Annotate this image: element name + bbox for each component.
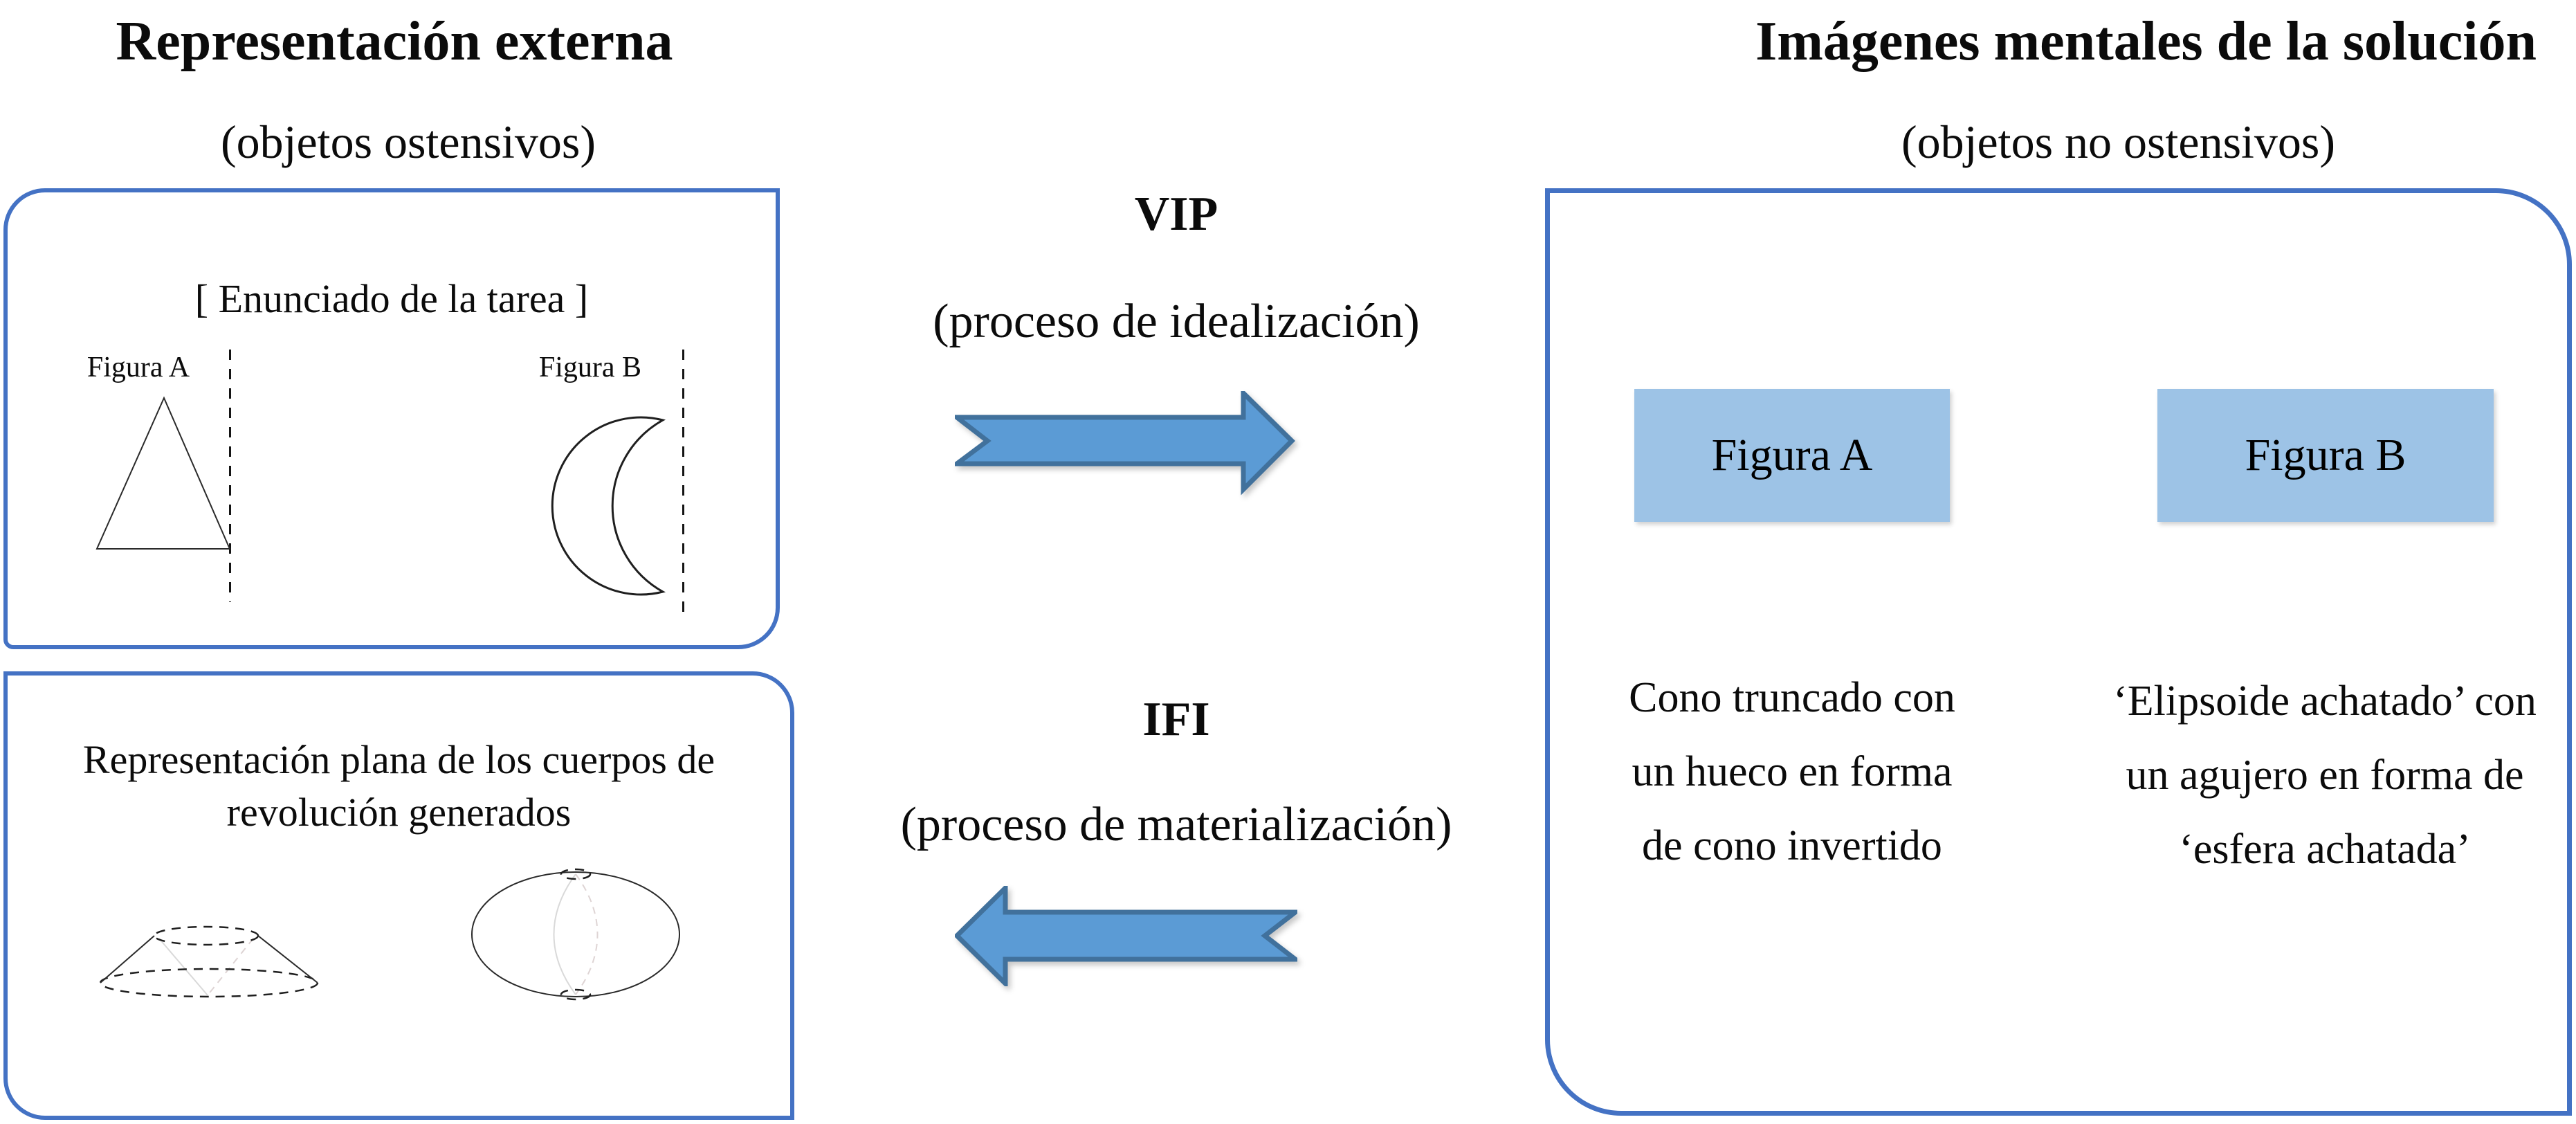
triangle-figure-a-icon bbox=[95, 396, 231, 550]
ifi-acronym: IFI bbox=[1142, 693, 1210, 746]
figura-b-description-line1: ‘Elipsoide achatado’ con bbox=[2113, 678, 2537, 725]
figura-a-description-line3: de cono invertido bbox=[1642, 822, 1942, 869]
mental-images-title: Imágenes mentales de la solución bbox=[1755, 11, 2537, 72]
figura-b-description-line3: ‘esfera achatada’ bbox=[2179, 826, 2471, 873]
plane-title-line2: revolución generados bbox=[226, 790, 572, 835]
figura-b-description: ‘Elipsoide achatado’ con un agujero en f… bbox=[2103, 664, 2546, 887]
figura-a-description-line1: Cono truncado con bbox=[1629, 674, 1955, 721]
figura-b-card-label: Figura B bbox=[2245, 430, 2406, 480]
plane-representation-title: Representación plana de los cuerpos de r… bbox=[3, 734, 794, 839]
external-representation-title: Representación externa bbox=[116, 11, 673, 72]
plane-representation-box bbox=[3, 671, 794, 1120]
solution-box bbox=[1545, 188, 2572, 1116]
axis-of-revolution-line-a bbox=[229, 350, 231, 602]
axis-of-revolution-line-b bbox=[682, 350, 684, 618]
figura-a-card: Figura A bbox=[1634, 389, 1950, 522]
left-arrow-icon bbox=[955, 886, 1297, 986]
truncated-cone-sketch bbox=[99, 925, 319, 998]
right-arrow-icon bbox=[955, 391, 1295, 496]
vip-acronym: VIP bbox=[1134, 188, 1218, 241]
crescent-figure-b-icon bbox=[551, 416, 666, 596]
figura-b-card: Figura B bbox=[2157, 389, 2494, 522]
figura-a-small-label: Figura A bbox=[86, 352, 190, 383]
figura-a-description-line2: un hueco en forma bbox=[1632, 748, 1953, 795]
ellipsoid-sketch bbox=[471, 868, 680, 1001]
plane-title-line1: Representación plana de los cuerpos de bbox=[82, 737, 715, 782]
external-representation-subtitle: (objetos ostensivos) bbox=[220, 116, 596, 168]
figura-a-description: Cono truncado con un hueco en forma de c… bbox=[1605, 661, 1979, 883]
figura-a-card-label: Figura A bbox=[1711, 430, 1873, 480]
materialization-process-label: (proceso de materialización) bbox=[900, 798, 1452, 851]
task-statement-title: [ Enunciado de la tarea ] bbox=[194, 276, 589, 321]
idealization-process-label: (proceso de idealización) bbox=[933, 295, 1420, 348]
mental-images-subtitle: (objetos no ostensivos) bbox=[1901, 116, 2336, 168]
figura-b-description-line2: un agujero en forma de bbox=[2126, 752, 2524, 799]
figura-b-small-label: Figura B bbox=[538, 352, 642, 383]
